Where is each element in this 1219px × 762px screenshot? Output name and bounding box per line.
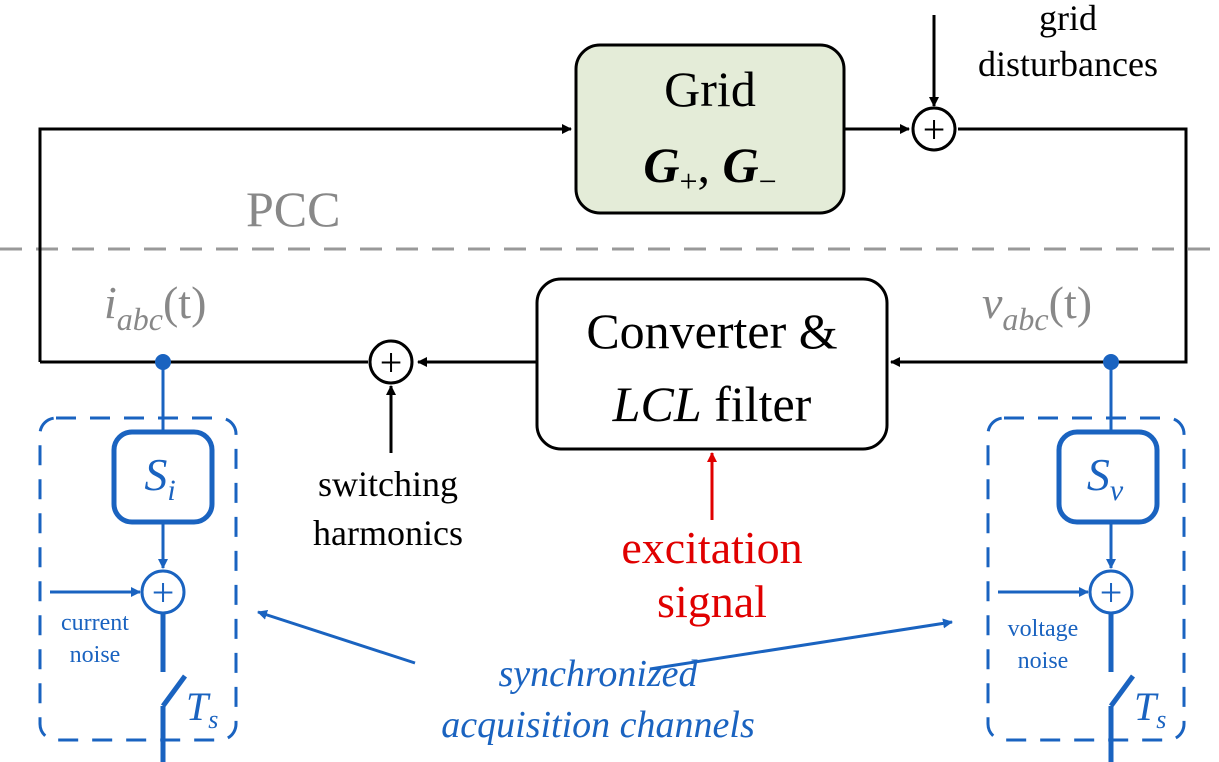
switching-harmonics-label-line2: harmonics <box>313 513 463 553</box>
acquisition-label-line2: acquisition channels <box>441 704 754 746</box>
voltage-channel-boundary <box>986 416 1186 742</box>
voltage-measurement-label: vabc(t) <box>982 277 1092 337</box>
wire-right-loop <box>890 127 1188 367</box>
excitation-signal-label-line1: excitation <box>621 522 802 573</box>
current-noise-sum-junction <box>140 569 186 615</box>
grid-block-title: Grid <box>664 61 756 117</box>
grid-block-transfer-functions: G+, G− <box>643 137 776 199</box>
current-sensor-label: Si <box>144 449 175 507</box>
acquisition-pointer-right <box>649 618 953 671</box>
converter-lcl-block <box>535 277 889 451</box>
current-noise-label-line2: noise <box>70 642 121 668</box>
acquisition-label-line1: synchronized <box>498 653 698 695</box>
voltage-noise-sum-junction <box>1088 569 1134 615</box>
voltage-sensor-label: Sv <box>1087 449 1124 507</box>
grid-disturbances-label-line2: disturbances <box>978 44 1158 84</box>
voltage-noise-label-line2: noise <box>1018 648 1069 674</box>
grid-disturbances-label-line1: grid <box>1039 0 1097 38</box>
voltage-sampling-period-label: Ts <box>1134 684 1166 734</box>
current-noise-label-line1: current <box>61 610 129 636</box>
acquisition-pointer-left <box>257 610 416 665</box>
excitation-signal-label-line2: signal <box>657 576 767 627</box>
voltage-sensor-block <box>1056 429 1160 525</box>
plus-symbol: + <box>1100 570 1123 615</box>
grid-disturbance-sum-junction <box>911 106 957 152</box>
current-sensor-block <box>111 429 215 525</box>
voltage-sampler-switch <box>1108 674 1136 708</box>
pcc-label: PCC <box>246 181 341 237</box>
voltage-noise-label-line1: voltage <box>1008 616 1079 642</box>
current-sampling-period-label: Ts <box>186 684 218 734</box>
current-measurement-label: iabc(t) <box>104 277 206 337</box>
plus-symbol: + <box>923 107 946 152</box>
switching-harmonics-label-line1: switching <box>318 464 458 504</box>
current-sampler-switch <box>160 674 188 708</box>
grid-block <box>574 43 846 215</box>
converter-block-line1: Converter & <box>586 303 837 359</box>
converter-block-line2: LCL filter <box>612 376 812 432</box>
current-channel-boundary <box>38 416 238 742</box>
switching-harmonics-sum-junction <box>368 339 414 385</box>
wire-left-loop <box>38 124 572 362</box>
plus-symbol: + <box>152 570 175 615</box>
plus-symbol: + <box>380 340 403 385</box>
